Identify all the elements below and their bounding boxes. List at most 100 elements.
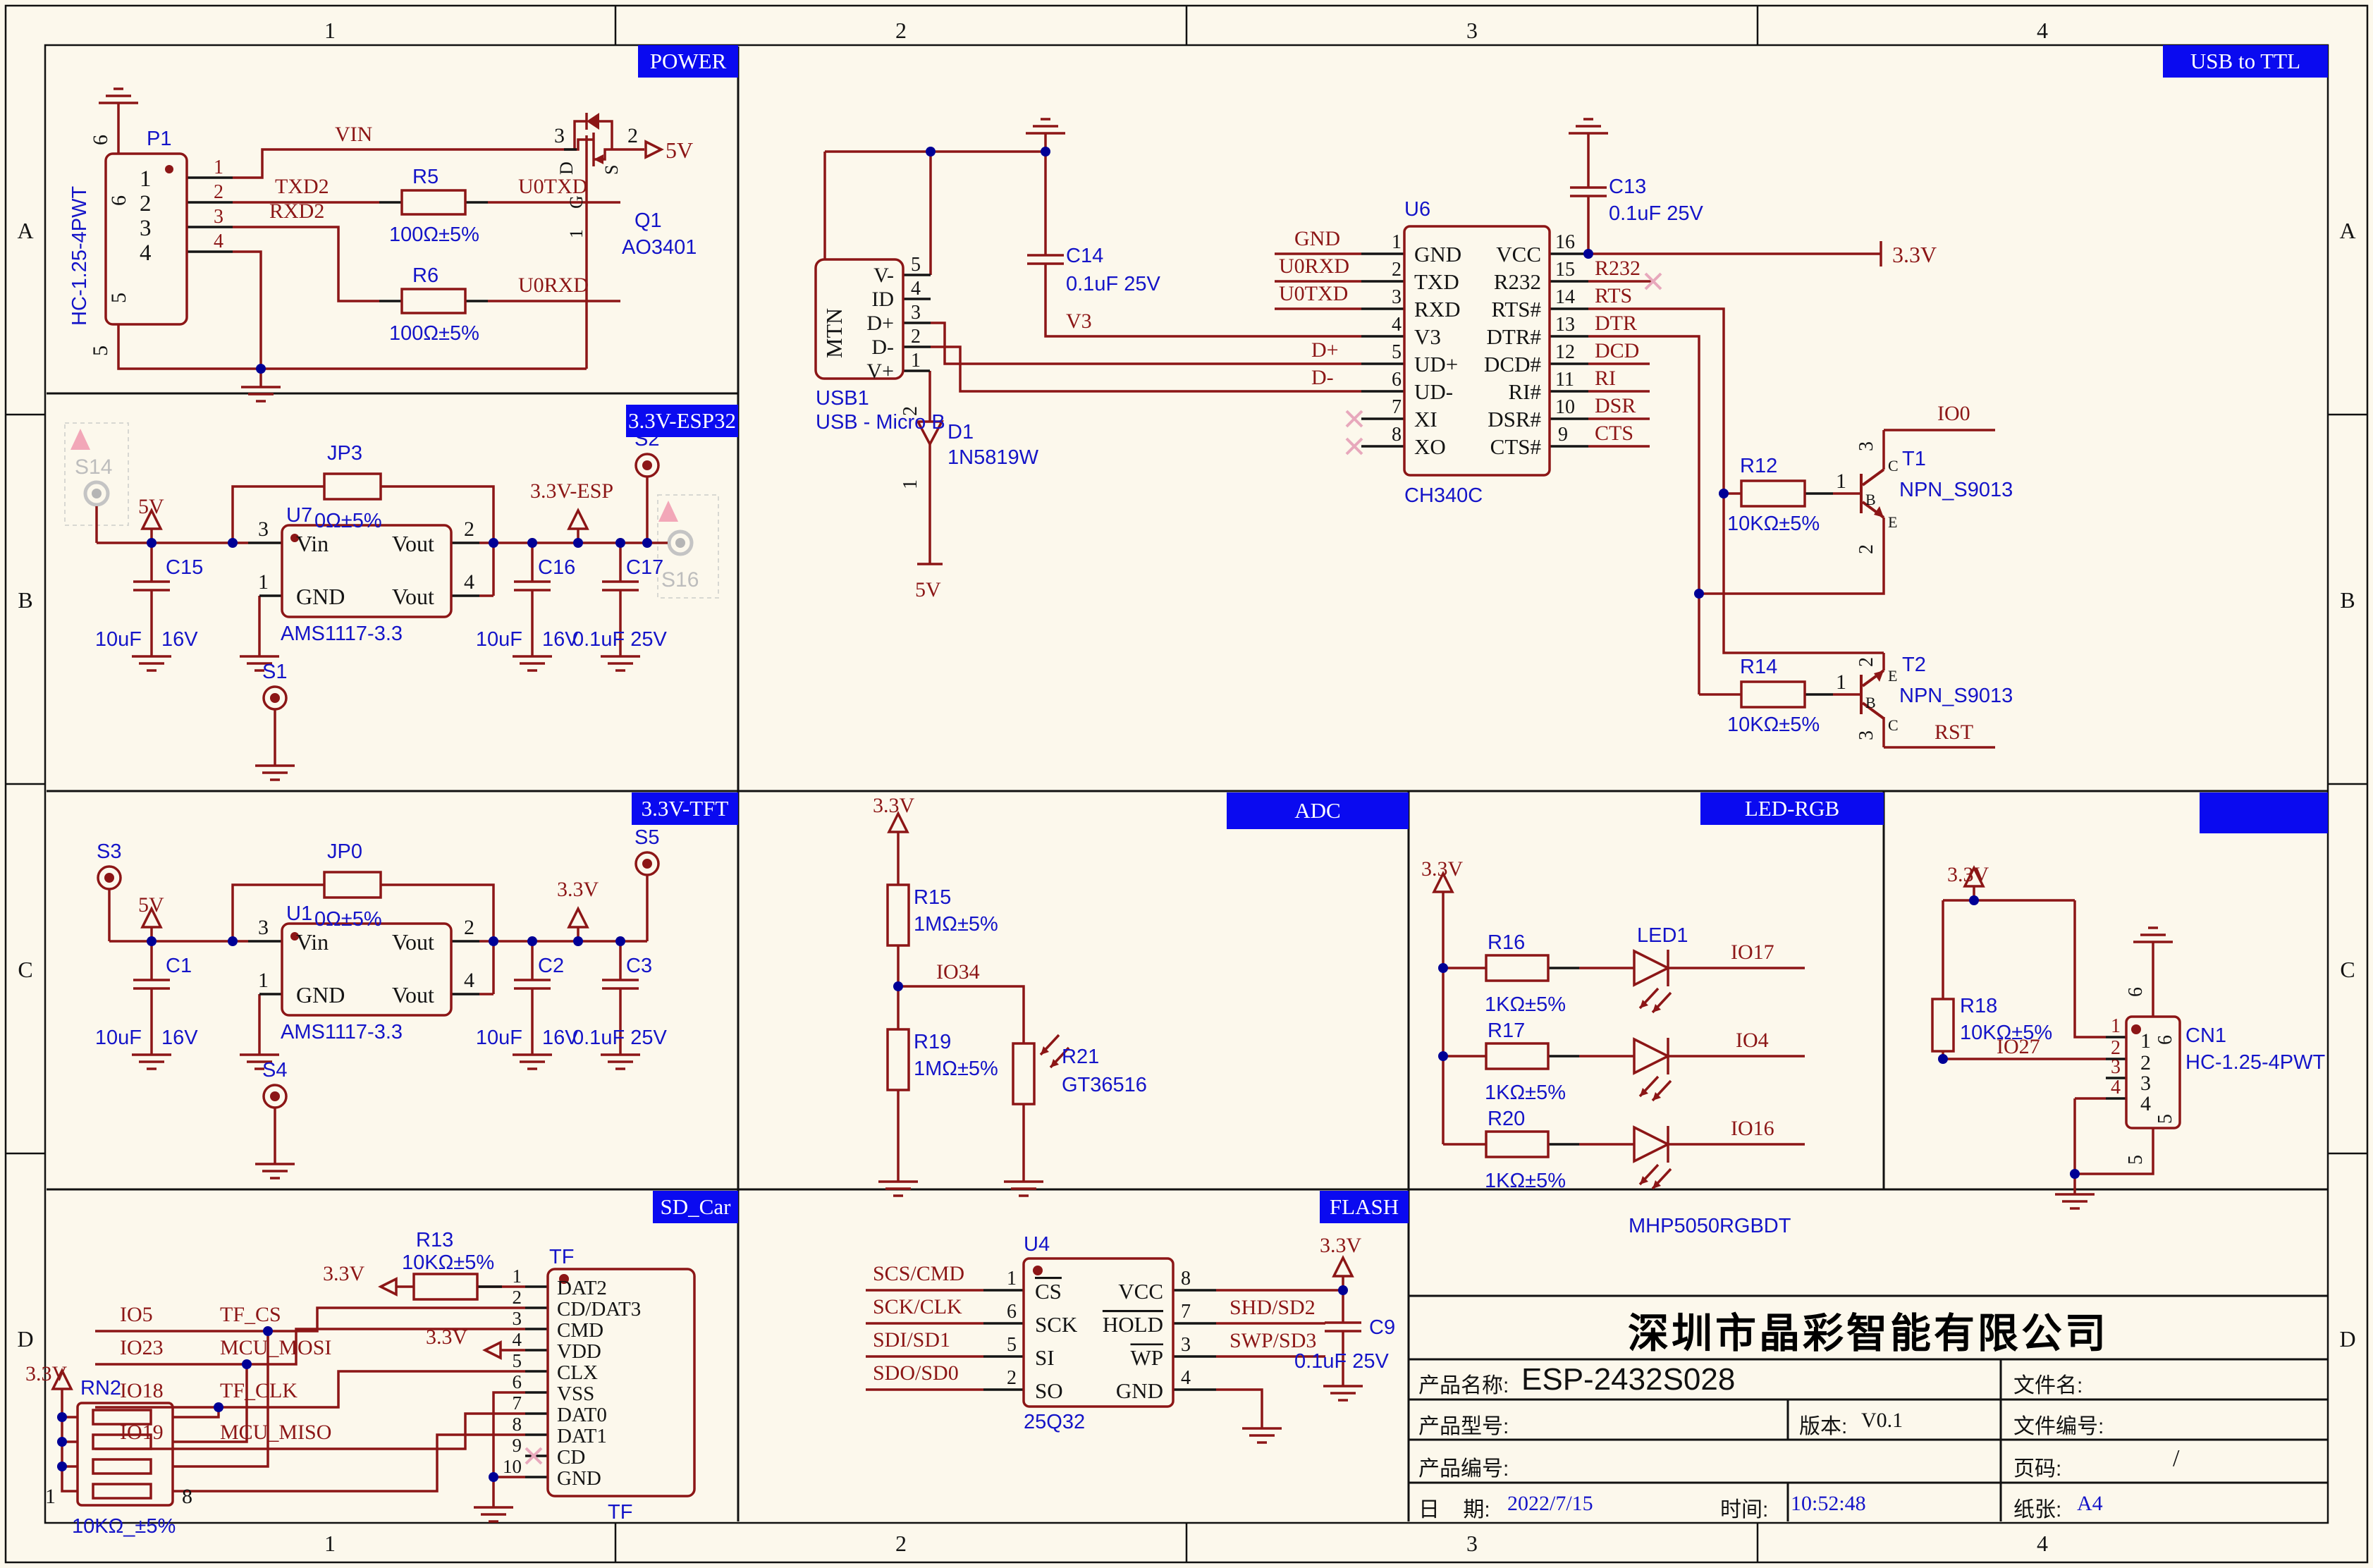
schematic-label: 4 [911,278,921,300]
schematic-label: IO34 [936,960,980,984]
schematic-label: 4 [464,969,474,992]
schematic-label: DTR [1595,312,1637,335]
component-outlines [76,152,2181,1507]
schematic-label: U0TXD [518,175,587,198]
title-model-label: 产品型号: [1418,1415,1509,1438]
schematic-label: 16V [542,1027,579,1049]
schematic-label: R19 [914,1031,951,1053]
schematic-label: P1 [147,128,171,150]
schematic-label: 3.3V [1320,1234,1362,1257]
schematic-label: T1 [1902,448,1926,470]
schematic-label: 3 [258,517,269,541]
schematic-label: R18 [1960,995,1997,1017]
schematic-label: 10KΩ±5% [1960,1022,2052,1044]
schematic-label: 1 [513,1266,522,1287]
schematic-label: 3 [1392,286,1402,308]
schematic-label: 1 [900,479,921,489]
title-time-value: 10:52:48 [1791,1492,1866,1515]
schematic-label: 4 [2111,1077,2121,1098]
schematic-label: R232 [1494,269,1541,294]
section-header-adc: ADC [1227,792,1409,829]
schematic-label: 10uF [95,1027,142,1049]
schematic-label: C17 [626,556,663,579]
schematic-label: 1 [1836,470,1846,493]
schematic-label: B [1865,491,1876,508]
schematic-label: ID [871,288,894,311]
schematic-label: R14 [1740,656,1777,678]
schematic-label: 2 [464,517,474,541]
schematic-label: 0Ω±5% [314,908,382,931]
schematic-label: 8 [1181,1268,1191,1290]
schematic-label: R6 [412,264,439,287]
schematic-label: Vin [296,531,329,556]
schematic-label: IO27 [1997,1035,2040,1058]
schematic-label: CS [1035,1279,1062,1304]
schematic-label: 5 [911,254,921,276]
schematic-label: 12 [1555,341,1575,363]
sheet-frame [4,4,2369,1564]
schematic-label: D- [1311,366,1334,389]
schematic-label: 1 [566,229,587,238]
schematic-label: HC-1.25-4PWT [2185,1051,2325,1074]
schematic-label: E [1888,513,1897,531]
schematic-label: 1 [2111,1015,2121,1037]
pin-stubs [187,148,2126,1478]
schematic-label: 4 [1392,314,1402,336]
schematic-label: 8 [1392,424,1402,446]
schematic-label: 0Ω±5% [314,510,382,532]
schematic-label: Q1 [634,209,662,232]
schematic-label: 3 [1181,1334,1191,1356]
schematic-label: C3 [626,955,652,977]
schematic-label: 5V [915,578,941,601]
schematic-label: S1 [262,661,287,683]
schematic-label: 1 [1007,1268,1017,1290]
schematic-label: MHP5050RGBDT [1629,1215,1791,1237]
schematic-label: 9 [1558,424,1568,446]
schematic-label: U0RXD [518,274,589,297]
schematic-label: 5V [138,893,164,917]
schematic-label: 2 [1392,259,1402,281]
schematic-label: 0.1uF 25V [572,628,667,651]
schematic-label: 13 [1555,314,1575,336]
schematic-label: 6 [513,1371,522,1392]
schematic-label: 1 [324,1531,336,1556]
section-header-sd-car: SD_Car [653,1191,738,1223]
schematic-label: 3.3V [873,794,915,817]
schematic-label: 0.1uF 25V [1294,1350,1389,1373]
schematic-label: 4 [513,1329,522,1350]
schematic-label: GND [296,982,345,1007]
title-file-no-label: 文件编号: [2013,1415,2104,1438]
schematic-label: 2 [1856,544,1877,554]
schematic-label: 1MΩ±5% [914,913,998,936]
schematic-label: TXD [1414,269,1459,294]
schematic-label: 3.3V [1947,863,1989,886]
schematic-label: 4 [2140,1092,2151,1115]
schematic-label: U0RXD [1279,255,1349,278]
schematic-label: 5 [2125,1155,2147,1165]
schematic-label: 1KΩ±5% [1485,1082,1566,1104]
title-part-no-label: 产品编号: [1418,1457,1509,1481]
schematic-label: 16V [161,628,198,651]
schematic-label: 1 [258,969,269,992]
schematic-label: C16 [538,556,575,579]
schematic-label: 3 [1856,441,1877,451]
schematic-label: IO4 [1736,1029,1769,1052]
schematic-label: 0.1uF 25V [572,1027,667,1049]
schematic-label: B [2340,587,2355,613]
schematic-label: RI [1595,367,1616,390]
schematic-label: GND [1294,227,1340,250]
schematic-label: 10KΩ±5% [1727,513,1820,535]
schematic-label: 1 [45,1485,56,1508]
schematic-label: MCU_MISO [220,1421,331,1444]
schematic-label: B [1865,694,1876,711]
schematic-label: R5 [412,166,439,188]
schematic-label: 3 [140,216,152,241]
schematic-label: Vin [296,929,329,955]
schematic-label: SCK [1035,1312,1078,1337]
schematic-label: GND [1414,242,1461,267]
schematic-label: 6 [1392,369,1402,391]
schematic-label: S [601,165,622,175]
schematic-label: 5 [513,1350,522,1371]
schematic-label: 5 [1392,341,1402,363]
